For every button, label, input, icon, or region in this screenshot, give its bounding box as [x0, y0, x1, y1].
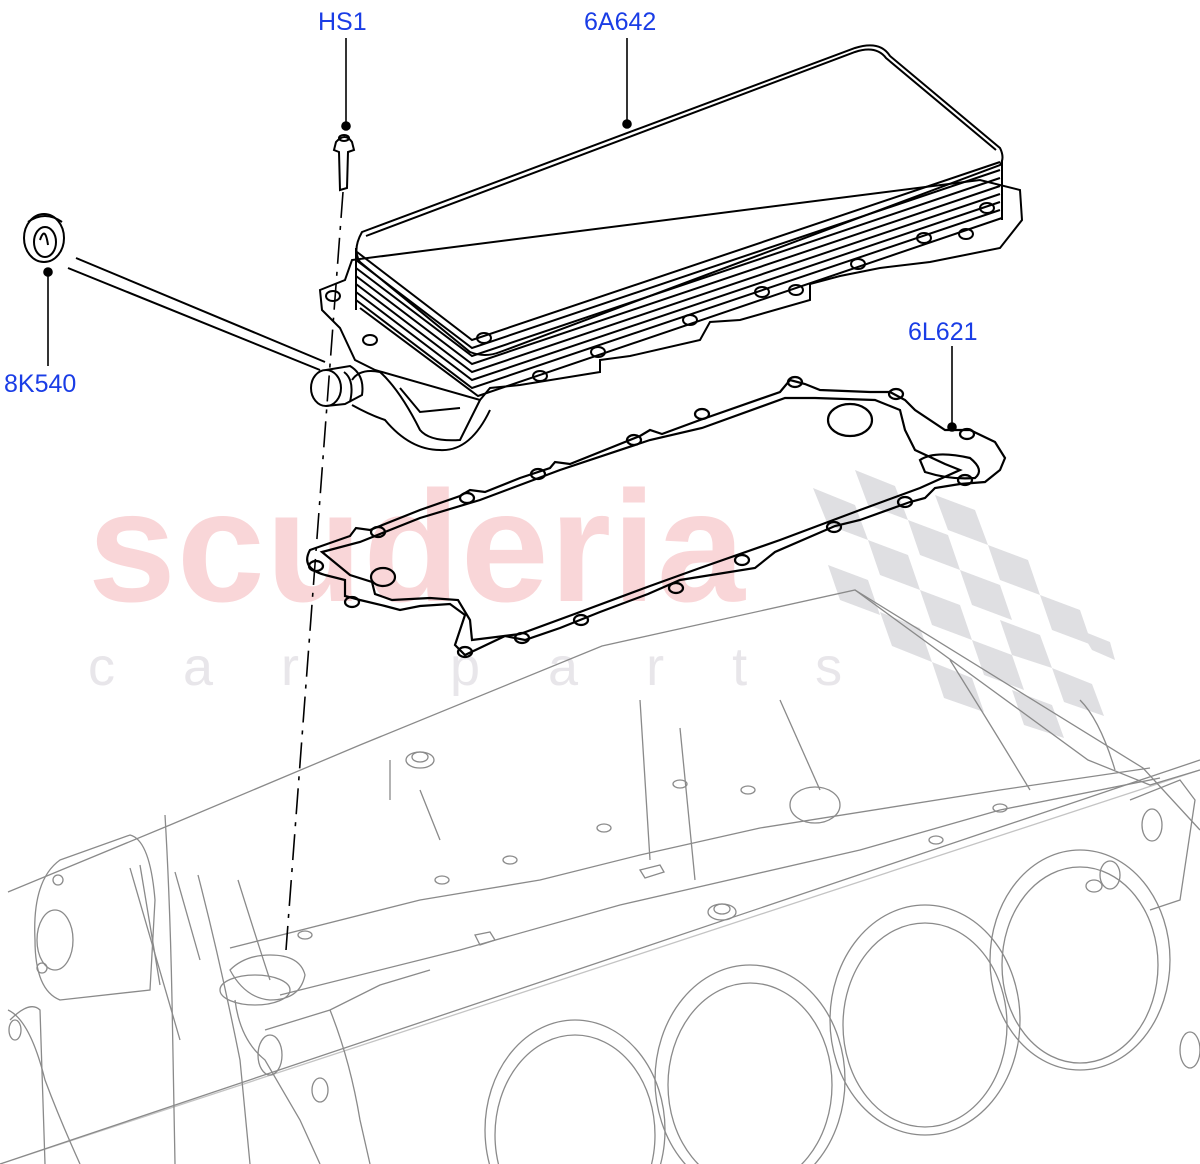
oil-cooler-6A642: [310, 44, 1024, 452]
seal-8K540: [23, 213, 326, 371]
gasket-6L621: [306, 375, 1007, 659]
callout-6A642[interactable]: 6A642: [584, 8, 657, 36]
leader-lines: [43, 38, 957, 432]
bolt-HS1: [332, 134, 356, 192]
callout-8K540[interactable]: 8K540: [4, 370, 77, 398]
callout-6L621[interactable]: 6L621: [908, 318, 978, 346]
alignment-dash-line: [285, 191, 344, 951]
engine-block: [0, 589, 1200, 1164]
watermark-tagline-text: car parts: [88, 637, 911, 697]
callout-HS1[interactable]: HS1: [318, 8, 367, 36]
